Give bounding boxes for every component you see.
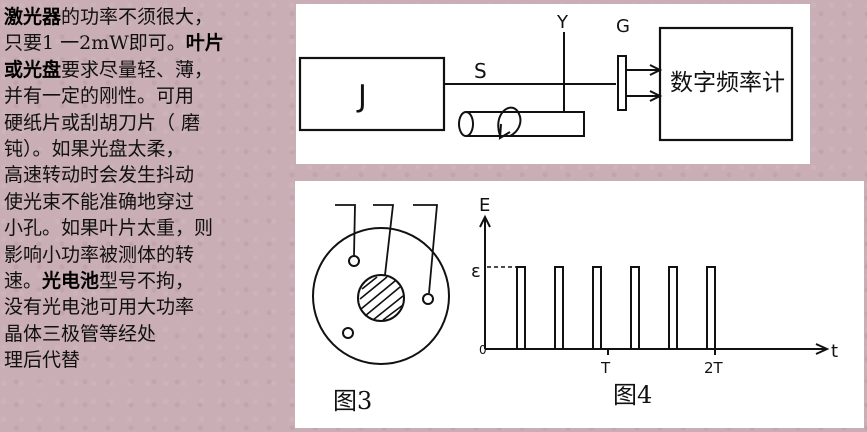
disc-and-waveform-diagram: 图3 E t ε 0 T 2T 图4 [312,195,838,415]
frequency-counter-box [658,26,794,142]
highlight-term: 激光器 [4,6,62,28]
shaft-end [458,111,474,137]
x-axis-arrow [815,343,830,355]
leader-hub [373,204,395,276]
fig4-caption: 图4 [613,381,652,409]
fig4-waveform: E t ε 0 T 2T 图4 [471,195,838,409]
level-label: ε [471,261,481,282]
tick-2T-label: 2T [704,359,724,377]
rotation-arrow-head [498,123,511,140]
photocell [617,55,627,111]
y-axis-label: E [479,195,490,216]
laser-box [298,56,446,132]
setup-diagram: J S Y G 数字频率计 [298,12,794,142]
fig3-caption: 图3 [333,387,372,415]
disc-hole-1 [348,255,360,267]
setup-diagram-panel: J S Y G 数字频率计 [296,4,810,164]
photocell-label: G [616,16,630,37]
description-text: 激光器的功率不须很大， 只要1 一2mW即可。叶片 或光盘要求尽量轻、薄， 并有… [4,4,292,374]
leader-hole-2 [413,204,438,294]
counter-label: 数字频率计 [670,70,785,96]
disc-and-waveform-panel: 图3 E t ε 0 T 2T 图4 [295,181,864,428]
axis-label: Y [556,12,569,33]
tick-T-label: T [600,359,611,377]
rotating-shaft [465,111,585,137]
body-text: 型号不拘， 没有光电池可用大功率 晶体三极管等经处 理后代替 [4,270,195,372]
leader-hole-1 [335,204,356,256]
disc-hole-2 [422,293,434,305]
pulse-train [491,266,765,350]
y-axis-arrow [479,214,491,228]
highlight-term: 光电池 [42,270,100,293]
fig3-disc: 图3 [312,204,450,415]
x-axis-label: t [831,341,838,362]
body-text: 的功率不须很大， 只要1 一2mW即可。 [4,6,214,55]
disc-hub [357,274,405,322]
origin-label: 0 [479,343,487,357]
disc-hole-3 [342,327,354,339]
laser-label: J [356,79,367,114]
body-text: 要求尽量轻、薄， 并有一定的刚性。可用 硬纸片或刮胡刀片（ 磨 钝）。如果光盘太… [4,58,214,293]
beam-label: S [474,59,487,83]
rotation-arrow [497,106,522,139]
highlight-term: 叶片 或光盘 [4,32,224,81]
disc-outline [312,227,450,365]
